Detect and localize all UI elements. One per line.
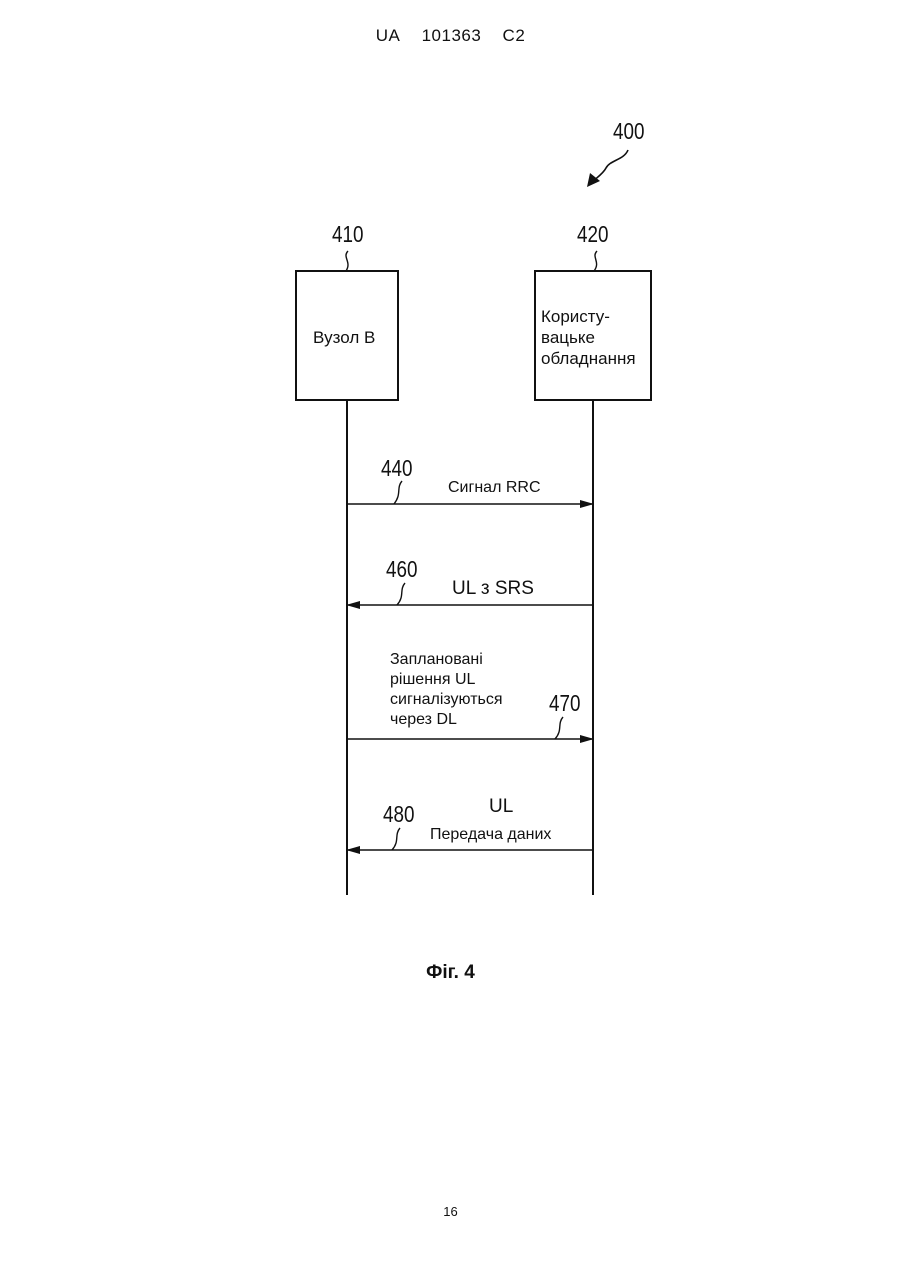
- ref-410: 410: [332, 221, 363, 248]
- ref-480: 480: [383, 801, 414, 828]
- ref-400-arrowhead: [587, 173, 600, 187]
- ref-400: 400: [613, 118, 644, 145]
- ref-440-leader: [394, 481, 402, 504]
- message-440-label: Сигнал RRC: [448, 478, 541, 498]
- ref-420: 420: [577, 221, 608, 248]
- page-number: 16: [0, 1204, 901, 1219]
- message-480-label-ul: UL: [489, 797, 513, 817]
- message-470-label: Заплановані рішення UL сигналізуються че…: [390, 650, 503, 730]
- node-b-label: Вузол В: [313, 327, 375, 348]
- ue-label-line: Користу-: [541, 306, 636, 327]
- ref-470: 470: [549, 690, 580, 717]
- figure-caption: Фіг. 4: [0, 962, 901, 984]
- ref-480-leader: [392, 828, 400, 850]
- ref-470-leader: [555, 717, 563, 739]
- message-470-line: Заплановані: [390, 650, 503, 670]
- ref-410-leader: [346, 251, 348, 271]
- ref-460: 460: [386, 556, 417, 583]
- ref-420-leader: [594, 251, 597, 271]
- message-470-line: через DL: [390, 710, 503, 730]
- message-480-label: Передача даних: [430, 825, 551, 845]
- ref-440: 440: [381, 455, 412, 482]
- ue-label-line: обладнання: [541, 348, 636, 369]
- message-460-label: UL з SRS: [452, 579, 534, 599]
- ref-460-leader: [397, 583, 405, 605]
- ue-label: Користу- вацьке обладнання: [541, 306, 636, 369]
- message-470-line: рішення UL: [390, 670, 503, 690]
- message-470-line: сигналізуються: [390, 690, 503, 710]
- ue-label-line: вацьке: [541, 327, 636, 348]
